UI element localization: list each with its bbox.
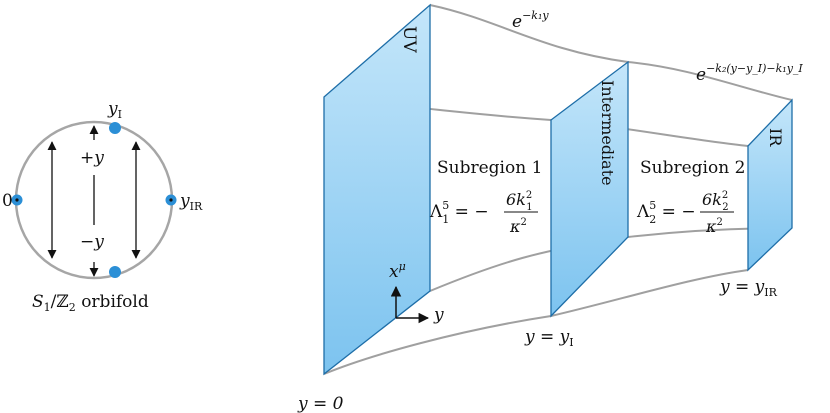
svg-text:Λ51 = −: Λ51 = − bbox=[429, 199, 489, 226]
brane-uv-label: UV bbox=[399, 26, 419, 53]
label-right: yIR bbox=[179, 191, 203, 213]
orbifold-diagram: yI 0 yIR +y −y S1/ℤ2 orbifold bbox=[2, 99, 203, 314]
dot-left bbox=[11, 194, 23, 206]
brane-ir-label: IR bbox=[766, 128, 785, 147]
subregion-1-title: Subregion 1 bbox=[437, 158, 542, 178]
dot-right bbox=[165, 194, 177, 206]
warp-factor-1: e−k₁y bbox=[512, 9, 549, 32]
label-top: yI bbox=[107, 99, 122, 121]
brane-ir: IR bbox=[747, 98, 793, 272]
position-yI: y = yI bbox=[524, 327, 574, 349]
dot-top bbox=[109, 122, 121, 134]
axis-x-mu-label: xμ bbox=[389, 260, 406, 282]
brane-intermediate-label: Intermediate bbox=[598, 80, 617, 186]
coordinate-axes: xμ y bbox=[389, 260, 444, 325]
brane-intermediate: Intermediate bbox=[550, 60, 629, 318]
axis-y-label: y bbox=[433, 305, 444, 325]
position-yIR: y = yIR bbox=[719, 277, 778, 299]
brane-uv: UV bbox=[323, 3, 431, 376]
svg-text:κ2: κ2 bbox=[509, 217, 527, 236]
orbifold-caption: S1/ℤ2 orbifold bbox=[32, 292, 149, 314]
position-y0: y = 0 bbox=[297, 394, 344, 413]
svg-text:κ2: κ2 bbox=[705, 217, 723, 236]
label-minus-y: −y bbox=[80, 232, 104, 252]
dot-bottom bbox=[109, 266, 121, 278]
label-plus-y: +y bbox=[80, 148, 104, 168]
subregion-2-title: Subregion 2 bbox=[640, 158, 745, 178]
svg-text:Λ52 = −: Λ52 = − bbox=[636, 199, 696, 226]
label-left: 0 bbox=[2, 191, 13, 211]
warp-factor-2: e−k₂(y−y_I)−k₁y_I bbox=[696, 62, 803, 85]
